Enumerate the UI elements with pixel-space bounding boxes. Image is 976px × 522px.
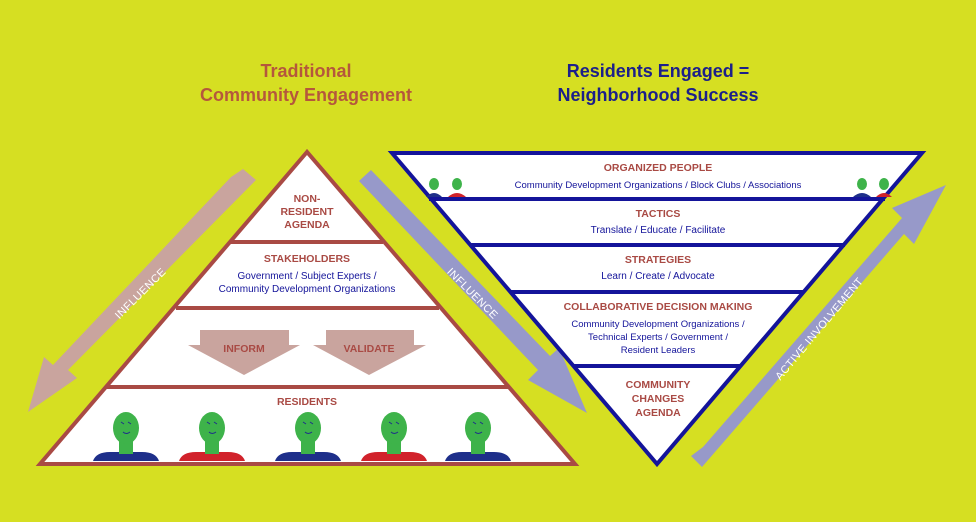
- organized-people-line: Community Development Organizations / Bl…: [515, 180, 802, 191]
- resident-neck: [387, 440, 401, 454]
- stakeholders-line2: Community Development Organizations: [219, 284, 396, 295]
- strategies-heading: STRATEGIES: [625, 254, 691, 266]
- inform-arrow-shape: [188, 330, 300, 375]
- non-resident-label-1: NON-: [294, 193, 321, 205]
- left-title-line2: Community Engagement: [200, 85, 412, 105]
- organized-people-heading: ORGANIZED PEOPLE: [604, 162, 713, 174]
- resident-face: [206, 421, 218, 434]
- resident-shirt: [361, 452, 427, 461]
- inform-label: INFORM: [223, 343, 265, 355]
- community-changes-label-3: AGENDA: [635, 407, 681, 419]
- small-person-shirt: [426, 193, 442, 197]
- resident-figure: [361, 412, 427, 461]
- resident-neck: [119, 440, 133, 454]
- collaborative-line2: Technical Experts / Government /: [588, 332, 728, 343]
- resident-shirt: [93, 452, 159, 461]
- resident-figure: [275, 412, 341, 461]
- stakeholders-heading: STAKEHOLDERS: [264, 253, 350, 265]
- tactics-heading: TACTICS: [636, 208, 681, 220]
- left-title-line1: Traditional: [260, 61, 351, 81]
- resident-figure: [93, 412, 159, 461]
- small-person-head: [452, 178, 462, 190]
- influence-right-label: INFLUENCE: [444, 266, 500, 322]
- arrow-down-left-shape: [28, 169, 256, 412]
- arrow-up-right-shape: [691, 185, 946, 467]
- collaborative-line1: Community Development Organizations /: [571, 319, 745, 330]
- resident-shirt: [445, 452, 511, 461]
- resident-figure: [445, 412, 511, 461]
- resident-face: [472, 421, 484, 434]
- resident-head: [295, 412, 321, 444]
- resident-face: [302, 421, 314, 434]
- resident-head: [199, 412, 225, 444]
- community-changes-label-1: COMMUNITY: [626, 379, 691, 391]
- strategies-line: Learn / Create / Advocate: [601, 271, 715, 282]
- tactics-line: Translate / Educate / Facilitate: [591, 225, 726, 236]
- resident-head: [381, 412, 407, 444]
- validate-arrow-shape: [313, 330, 426, 375]
- resident-face: [120, 421, 132, 434]
- small-person-head: [879, 178, 889, 190]
- right-title-line2: Neighborhood Success: [557, 85, 758, 105]
- resident-shirt: [179, 452, 245, 461]
- resident-neck: [301, 440, 315, 454]
- small-person-shirt: [448, 193, 466, 197]
- small-person-head: [857, 178, 867, 190]
- validate-arrow: VALIDATE: [313, 330, 426, 375]
- residents-engaged-pyramid: ORGANIZED PEOPLE Community Development O…: [387, 151, 927, 468]
- resident-neck: [205, 440, 219, 454]
- resident-head: [465, 412, 491, 444]
- non-resident-label-2: RESIDENT: [280, 206, 334, 218]
- arrow-down-right-shape: [359, 170, 587, 413]
- collaborative-line3: Resident Leaders: [621, 345, 696, 356]
- resident-neck: [471, 440, 485, 454]
- collaborative-heading: COLLABORATIVE DECISION MAKING: [564, 301, 753, 313]
- inverted-pyramid-outline: [387, 151, 927, 468]
- small-people-left: [426, 178, 466, 197]
- resident-figure: [179, 412, 245, 461]
- right-title-line1: Residents Engaged =: [567, 61, 750, 81]
- small-person-shirt: [876, 193, 892, 197]
- residents-figures: [93, 412, 511, 461]
- resident-shirt: [275, 452, 341, 461]
- resident-head: [113, 412, 139, 444]
- community-changes-label-2: CHANGES: [632, 393, 685, 405]
- validate-label: VALIDATE: [344, 343, 395, 355]
- small-person-head: [429, 178, 439, 190]
- inform-arrow: INFORM: [188, 330, 300, 375]
- small-person-shirt: [853, 193, 871, 197]
- small-people-right: [853, 178, 892, 197]
- traditional-pyramid: NON- RESIDENT AGENDA STAKEHOLDERS Govern…: [35, 148, 580, 466]
- resident-face: [388, 421, 400, 434]
- non-resident-label-3: AGENDA: [284, 219, 330, 231]
- residents-heading: RESIDENTS: [277, 396, 337, 408]
- stakeholders-line1: Government / Subject Experts /: [238, 271, 377, 282]
